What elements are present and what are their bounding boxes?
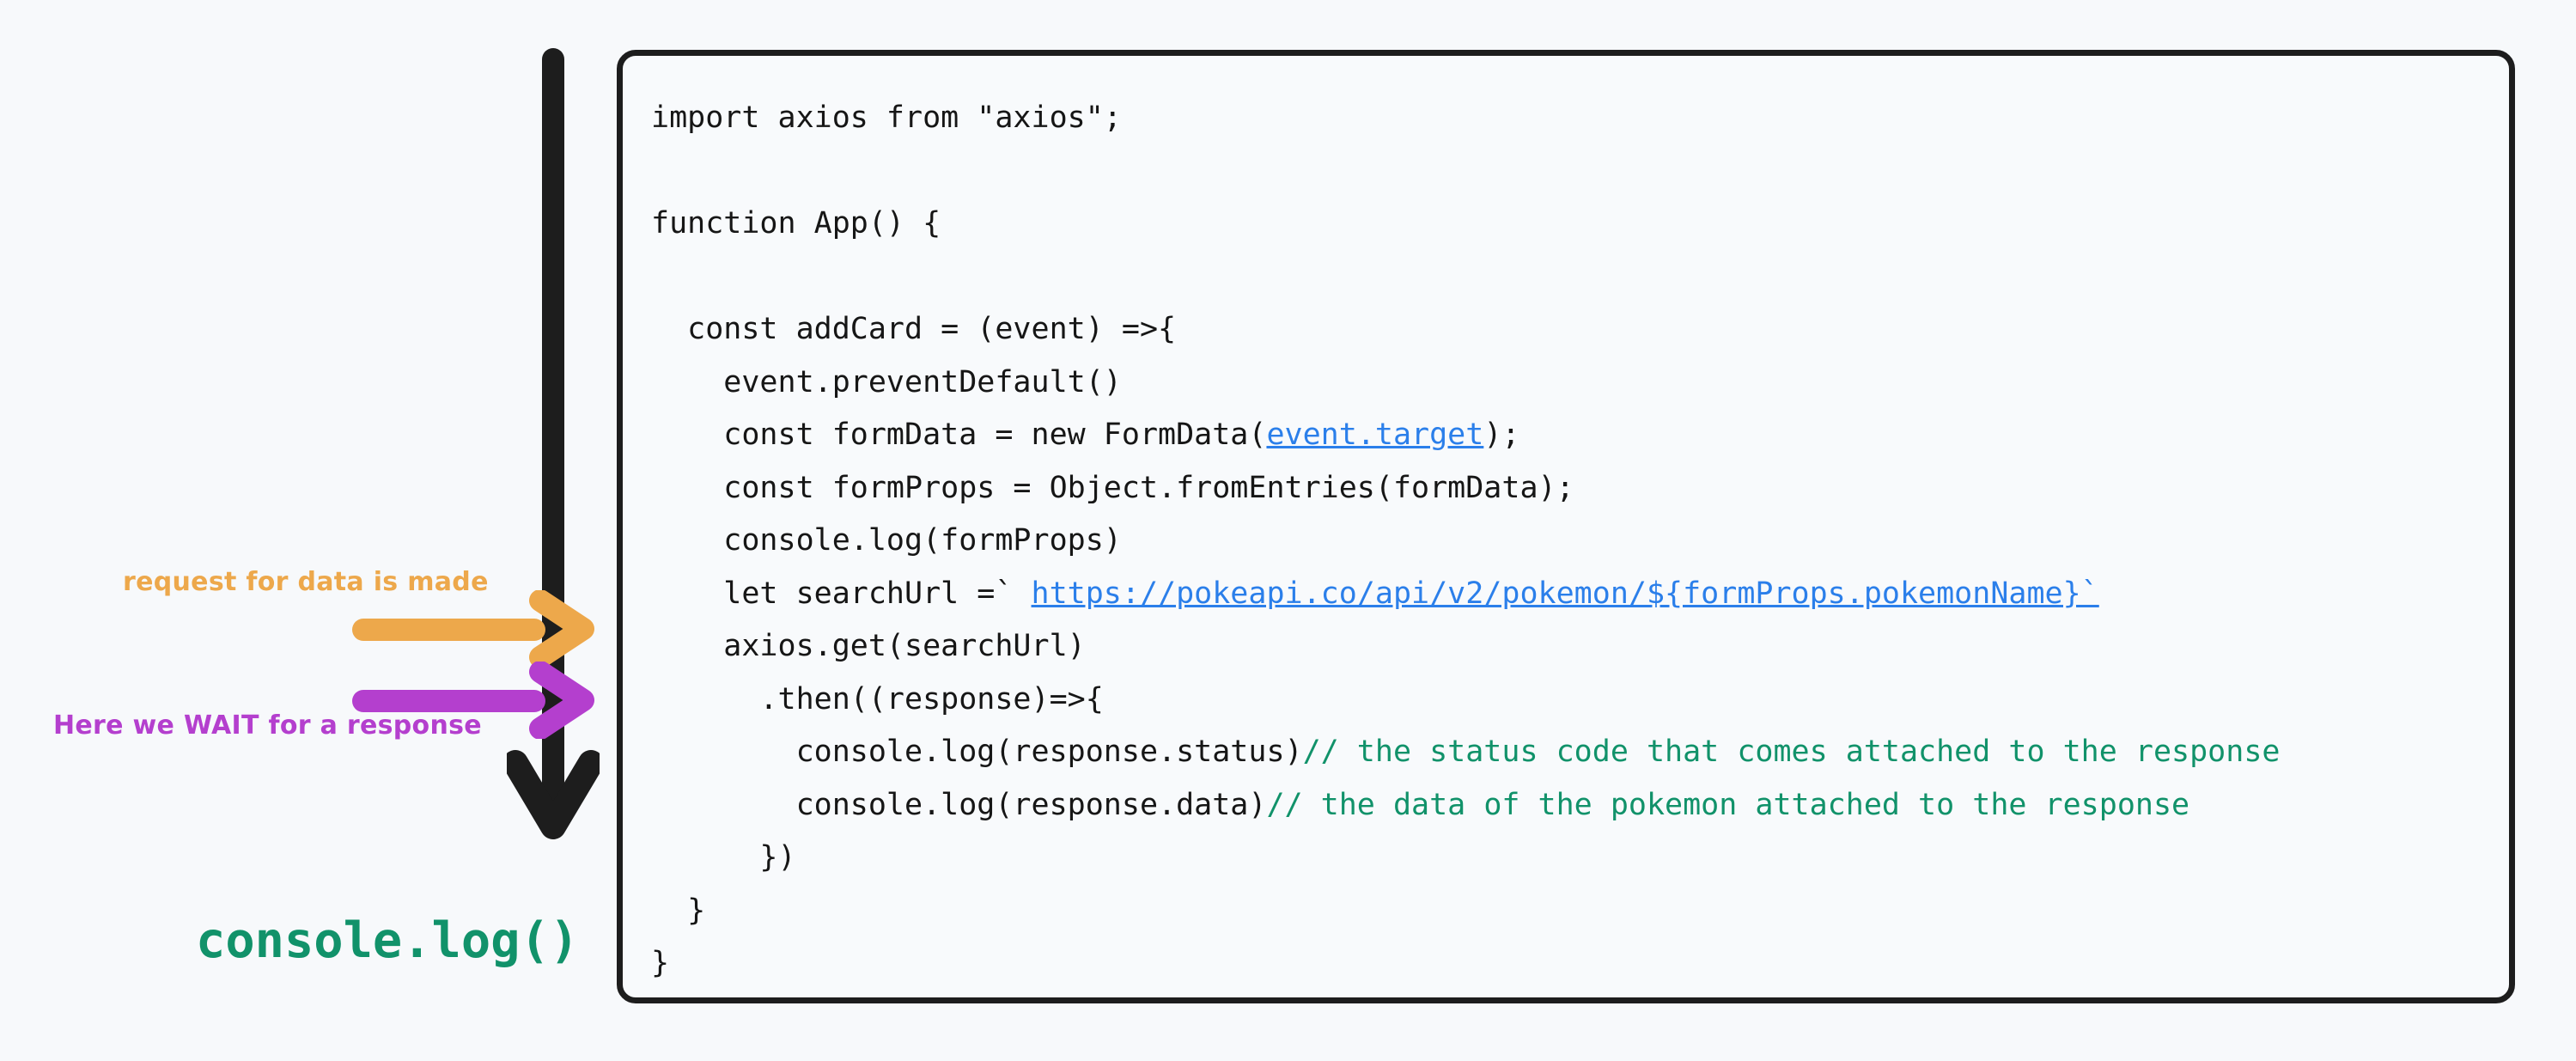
code-line (651, 145, 2500, 198)
code-line: .then((response)=>{ (651, 674, 2500, 727)
code-line: function App() { (651, 198, 2500, 251)
code-text: console.log(formProps) (651, 523, 1122, 558)
code-text: import axios from "axios"; (651, 101, 1122, 135)
code-line: console.log(formProps) (651, 515, 2500, 568)
code-text: }) (651, 840, 796, 875)
code-text: function App() { (651, 206, 941, 241)
code-text: ); (1483, 418, 1520, 452)
console-log-caption: console.log() (196, 912, 580, 969)
code-line: }) (651, 832, 2500, 885)
code-line: let searchUrl =` https://pokeapi.co/api/… (651, 568, 2500, 621)
code-line: axios.get(searchUrl) (651, 620, 2500, 674)
code-link[interactable]: https://pokeapi.co/api/v2/pokemon/${form… (1031, 576, 2099, 611)
code-line: event.preventDefault() (651, 357, 2500, 410)
code-block: import axios from "axios"; function App(… (651, 92, 2500, 991)
code-line: console.log(response.status)// the statu… (651, 726, 2500, 779)
code-text: const formProps = Object.fromEntries(for… (651, 470, 1574, 505)
code-text: event.preventDefault() (651, 364, 1122, 399)
request-arrowhead-icon (529, 590, 594, 668)
code-text: let searchUrl =` (651, 576, 1032, 611)
code-line: } (651, 885, 2500, 938)
wait-annotation-label: Here we WAIT for a response (53, 710, 482, 741)
code-text: const addCard = (event) =>{ (651, 312, 1177, 346)
code-line (651, 251, 2500, 304)
code-line: } (651, 937, 2500, 991)
code-link[interactable]: event.target (1266, 418, 1484, 452)
code-text: const formData = new FormData( (651, 418, 1267, 452)
request-arrow (352, 590, 597, 668)
request-arrow-shaft (352, 619, 545, 641)
wait-arrow (352, 662, 597, 739)
code-comment: // the status code that comes attached t… (1302, 735, 2281, 769)
wait-arrow-shaft (352, 690, 545, 712)
code-line: console.log(response.data)// the data of… (651, 779, 2500, 832)
code-line: const formProps = Object.fromEntries(for… (651, 462, 2500, 515)
timeline-arrowhead-icon (507, 750, 600, 839)
code-card: import axios from "axios"; function App(… (617, 50, 2515, 1003)
code-text: axios.get(searchUrl) (651, 629, 1086, 663)
code-text: console.log(response.status) (651, 735, 1303, 769)
code-line: const addCard = (event) =>{ (651, 303, 2500, 357)
request-annotation-label: request for data is made (123, 567, 489, 597)
code-text: console.log(response.data) (651, 787, 1267, 822)
code-text: } (651, 893, 706, 928)
code-line: import axios from "axios"; (651, 92, 2500, 145)
wait-arrowhead-icon (529, 662, 594, 739)
code-comment: // the data of the pokemon attached to t… (1266, 787, 2190, 822)
code-line: const formData = new FormData(event.targ… (651, 409, 2500, 462)
code-text: .then((response)=>{ (651, 681, 1104, 716)
code-text: } (651, 946, 670, 980)
